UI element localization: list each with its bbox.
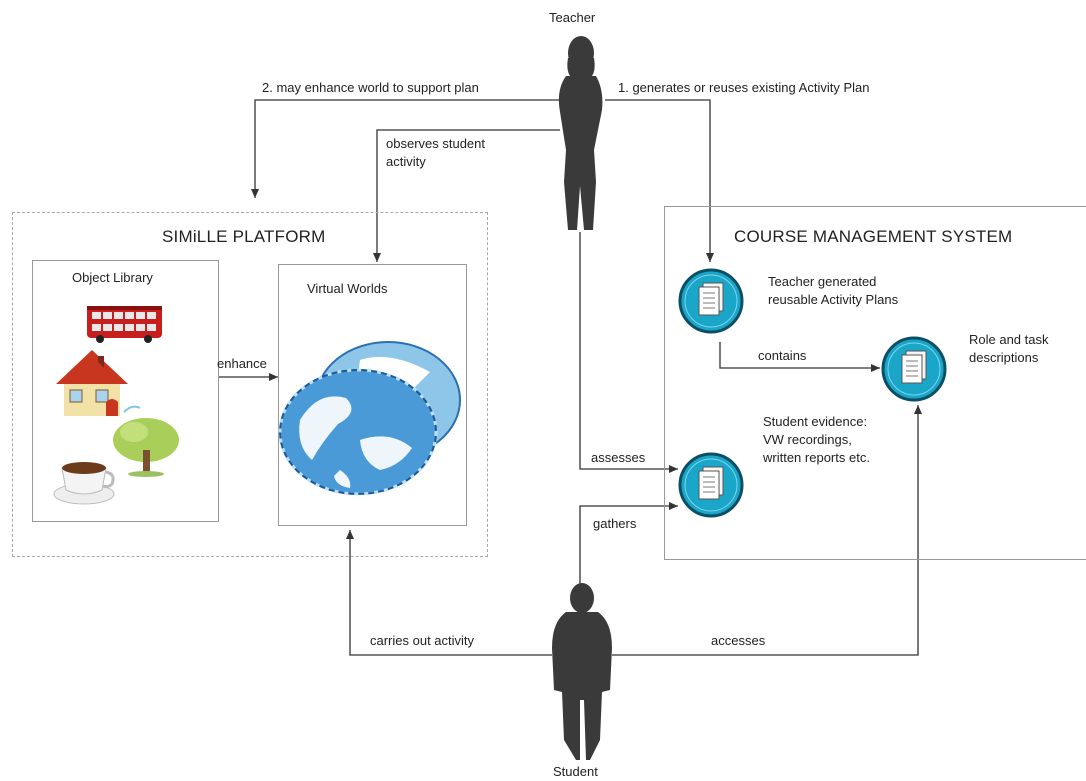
evidence-label-2: VW recordings, (763, 432, 852, 447)
arrow-generates-plan (605, 99, 714, 262)
object-library-title: Object Library (72, 270, 153, 285)
arrow-observes (373, 129, 560, 262)
virtual-worlds-title: Virtual Worlds (307, 281, 388, 296)
document-stack-icon (881, 336, 947, 402)
teacher-label: Teacher (549, 10, 596, 25)
assesses-label: assesses (591, 450, 646, 465)
simille-platform-title: SIMiLLE PLATFORM (162, 227, 326, 246)
tree-icon (113, 418, 179, 477)
activity-plans-label-1: Teacher generated (768, 274, 877, 289)
evidence-label-1: Student evidence: (763, 414, 868, 429)
role-task-label-2: descriptions (969, 350, 1039, 365)
role-task-label-1: Role and task (969, 332, 1049, 347)
gathers-label: gathers (593, 516, 637, 531)
cms-box (664, 206, 1086, 560)
enhance-world-label: 2. may enhance world to support plan (262, 80, 479, 95)
coffee-cup-icon (53, 462, 115, 505)
contains-label: contains (758, 348, 807, 363)
carries-out-label: carries out activity (370, 633, 475, 648)
simille-platform-box (12, 212, 488, 557)
house-icon (56, 350, 141, 416)
observes-label-1: observes student (386, 136, 486, 151)
arrow-assesses (579, 232, 678, 473)
student-label: Student (553, 764, 598, 779)
globe-icon (278, 341, 461, 496)
accesses-label: accesses (711, 633, 766, 648)
arrow-contains (719, 342, 880, 372)
bus-icon (87, 306, 162, 343)
cms-title: COURSE MANAGEMENT SYSTEM (734, 227, 1013, 246)
activity-plans-label-2: reusable Activity Plans (768, 292, 899, 307)
arrow-gathers (579, 502, 678, 588)
arrow-carries-out (346, 530, 552, 656)
document-stack-icon (678, 452, 744, 518)
person-silhouette-icon (552, 583, 612, 760)
document-stack-icon (678, 268, 744, 334)
generates-plan-label: 1. generates or reuses existing Activity… (618, 80, 870, 95)
object-library-panel (32, 260, 219, 522)
person-silhouette-icon (558, 36, 603, 230)
arrow-accesses (612, 405, 922, 656)
evidence-label-3: written reports etc. (763, 450, 870, 465)
observes-label-2: activity (386, 154, 426, 169)
arrow-enhance-world (251, 99, 560, 198)
enhance-label: enhance (217, 356, 267, 371)
